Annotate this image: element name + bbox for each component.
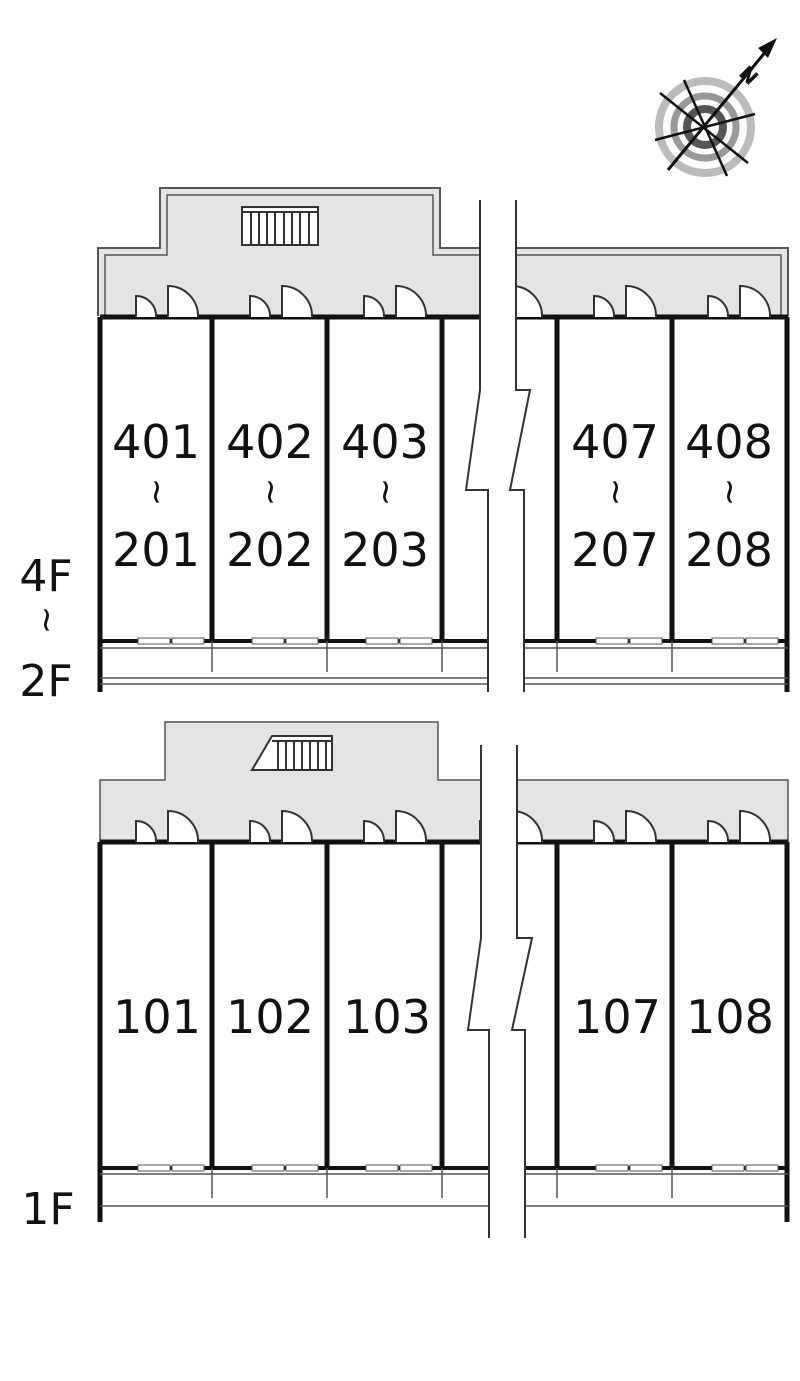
range-separator: ~: [366, 478, 406, 507]
compass-rose-icon: N: [654, 38, 777, 177]
floor-label-bottom: 2F: [19, 656, 72, 707]
unit-107: 107: [573, 990, 661, 1044]
unit-number-top: 402: [226, 415, 314, 469]
unit-102: 102: [226, 990, 314, 1044]
staircase-icon: [241, 206, 319, 246]
break-mark: [466, 200, 530, 692]
floor-range-separator: ~: [27, 606, 67, 635]
unit-number-bottom: 208: [685, 523, 773, 577]
range-separator: ~: [251, 478, 291, 507]
upper-doors: [135, 284, 772, 318]
unit-number-top: 401: [112, 415, 200, 469]
staircase-icon: [250, 735, 333, 771]
lower-doors: [135, 809, 772, 843]
unit-number-top: 408: [685, 415, 773, 469]
unit-number-top: 403: [341, 415, 429, 469]
floor-label-top: 4F: [19, 551, 72, 602]
lower-block: 101 102 103 107 108 1F: [21, 721, 790, 1238]
unit-403-203: 403 ~ 203: [341, 415, 429, 577]
unit-101: 101: [113, 990, 201, 1044]
unit-108: 108: [686, 990, 774, 1044]
range-separator: ~: [596, 478, 636, 507]
floor-label-1f: 1F: [21, 1184, 74, 1235]
unit-number-bottom: 203: [341, 523, 429, 577]
unit-103: 103: [343, 990, 431, 1044]
upper-block: 401 ~ 201 402 ~ 202 403 ~ 203 407 ~ 207 …: [19, 187, 790, 707]
unit-number-bottom: 207: [571, 523, 659, 577]
range-separator: ~: [137, 478, 177, 507]
floor-range-label: 4F ~ 2F: [19, 551, 72, 707]
unit-number-bottom: 201: [112, 523, 200, 577]
unit-401-201: 401 ~ 201: [112, 415, 200, 577]
unit-408-208: 408 ~ 208: [685, 415, 773, 577]
unit-number-bottom: 202: [226, 523, 314, 577]
range-separator: ~: [710, 478, 750, 507]
unit-402-202: 402 ~ 202: [226, 415, 314, 577]
unit-number-top: 407: [571, 415, 659, 469]
unit-407-207: 407 ~ 207: [571, 415, 659, 577]
